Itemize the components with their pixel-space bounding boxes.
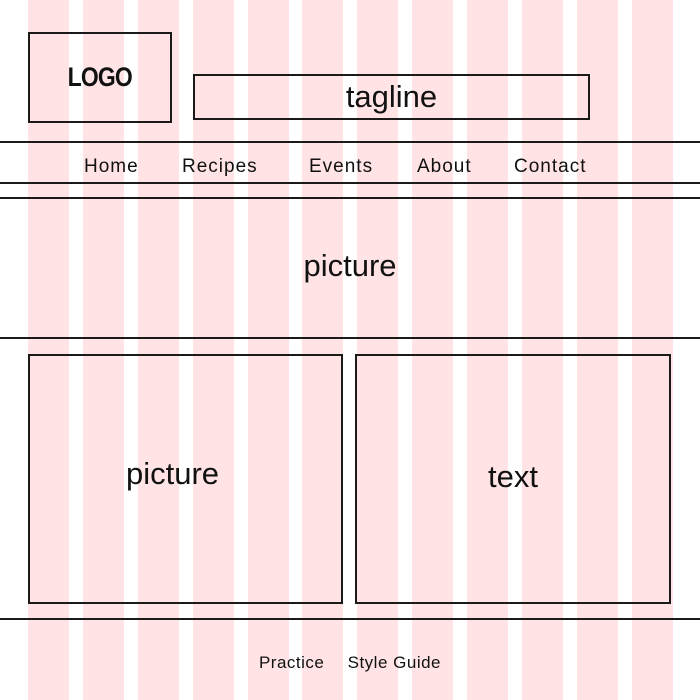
grid-column bbox=[193, 0, 234, 700]
content-text-box: text bbox=[355, 354, 671, 604]
nav-item-contact[interactable]: Contact bbox=[514, 156, 587, 177]
grid-column bbox=[632, 0, 673, 700]
footer: Practice Style Guide bbox=[0, 653, 700, 673]
grid-column bbox=[28, 0, 69, 700]
grid-column bbox=[138, 0, 179, 700]
tagline-placeholder: tagline bbox=[193, 74, 590, 120]
footer-top-divider bbox=[0, 618, 700, 620]
grid-column bbox=[248, 0, 289, 700]
nav-item-events[interactable]: Events bbox=[309, 156, 374, 177]
footer-link-style-guide[interactable]: Style Guide bbox=[347, 653, 442, 672]
grid-column bbox=[83, 0, 124, 700]
hero-picture-label: picture bbox=[303, 248, 397, 283]
main-nav: Home Recipes Events About Contact bbox=[0, 144, 700, 183]
content-text-label: text bbox=[488, 459, 538, 494]
content-picture-label: picture bbox=[125, 456, 220, 491]
nav-item-about[interactable]: About bbox=[417, 156, 472, 177]
grid-column bbox=[577, 0, 618, 700]
tagline-text: tagline bbox=[345, 79, 438, 114]
nav-item-recipes[interactable]: Recipes bbox=[182, 156, 258, 177]
nav-bottom-divider bbox=[0, 182, 700, 184]
grid-column bbox=[522, 0, 563, 700]
grid-column bbox=[412, 0, 453, 700]
logo-text: LOGO bbox=[67, 62, 133, 92]
grid-column bbox=[357, 0, 398, 700]
logo-placeholder[interactable]: LOGO bbox=[28, 32, 172, 123]
hero-top-divider bbox=[0, 197, 700, 199]
footer-link-practice[interactable]: Practice bbox=[258, 653, 325, 672]
grid-column bbox=[302, 0, 343, 700]
content-picture-box: picture bbox=[28, 354, 343, 604]
hero-bottom-divider bbox=[0, 337, 700, 339]
nav-top-divider bbox=[0, 141, 700, 143]
nav-item-home[interactable]: Home bbox=[84, 156, 139, 177]
grid-column bbox=[467, 0, 508, 700]
